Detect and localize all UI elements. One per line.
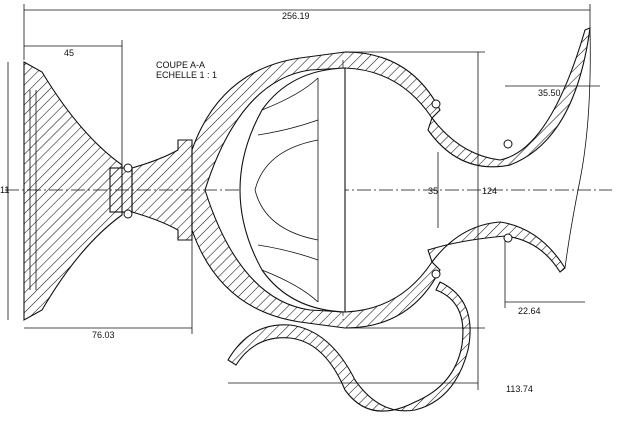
dim-left-height-label: 11 [0,185,9,195]
neck-collar [109,167,133,213]
dim-bore-label: 35 [428,186,438,196]
spout-pin-inner-bottom [431,269,441,279]
scale-label: ECHELLE 1 : 1 [156,70,217,80]
spout-pin-inner-top [431,99,441,109]
collar-pin-top [123,163,133,173]
scallop-arc-2 [257,119,319,136]
scallop-arc-4 [254,189,319,241]
bowl-shell-outer [191,51,441,329]
spout-lower [427,221,566,273]
scallop-arc-5 [257,244,319,261]
handle-section [227,281,471,412]
dim-lip-label: 35.50 [538,88,561,98]
dim-bowl-label: 124 [482,186,497,196]
dim-neck-label: 76.03 [92,330,115,340]
scallop-arc-6 [261,269,319,303]
section-title: COUPE A-A [156,60,205,70]
base-foot-section [23,61,123,321]
stem-section [131,139,193,241]
dim-overall-label: 256.19 [282,11,310,21]
dim-offset-label: 22.64 [518,306,541,316]
dim-flange-label: 45 [64,48,74,58]
spout-pin-top [503,139,513,149]
scallop-arc-3 [254,139,319,191]
scallop-arc-1 [261,77,319,111]
spout-tip-line [564,27,591,269]
dim-handle-label: 113.74 [506,384,533,394]
spout-pin-bottom [503,233,513,243]
inner-cup [239,67,346,313]
collar-pin-bottom [123,209,133,219]
